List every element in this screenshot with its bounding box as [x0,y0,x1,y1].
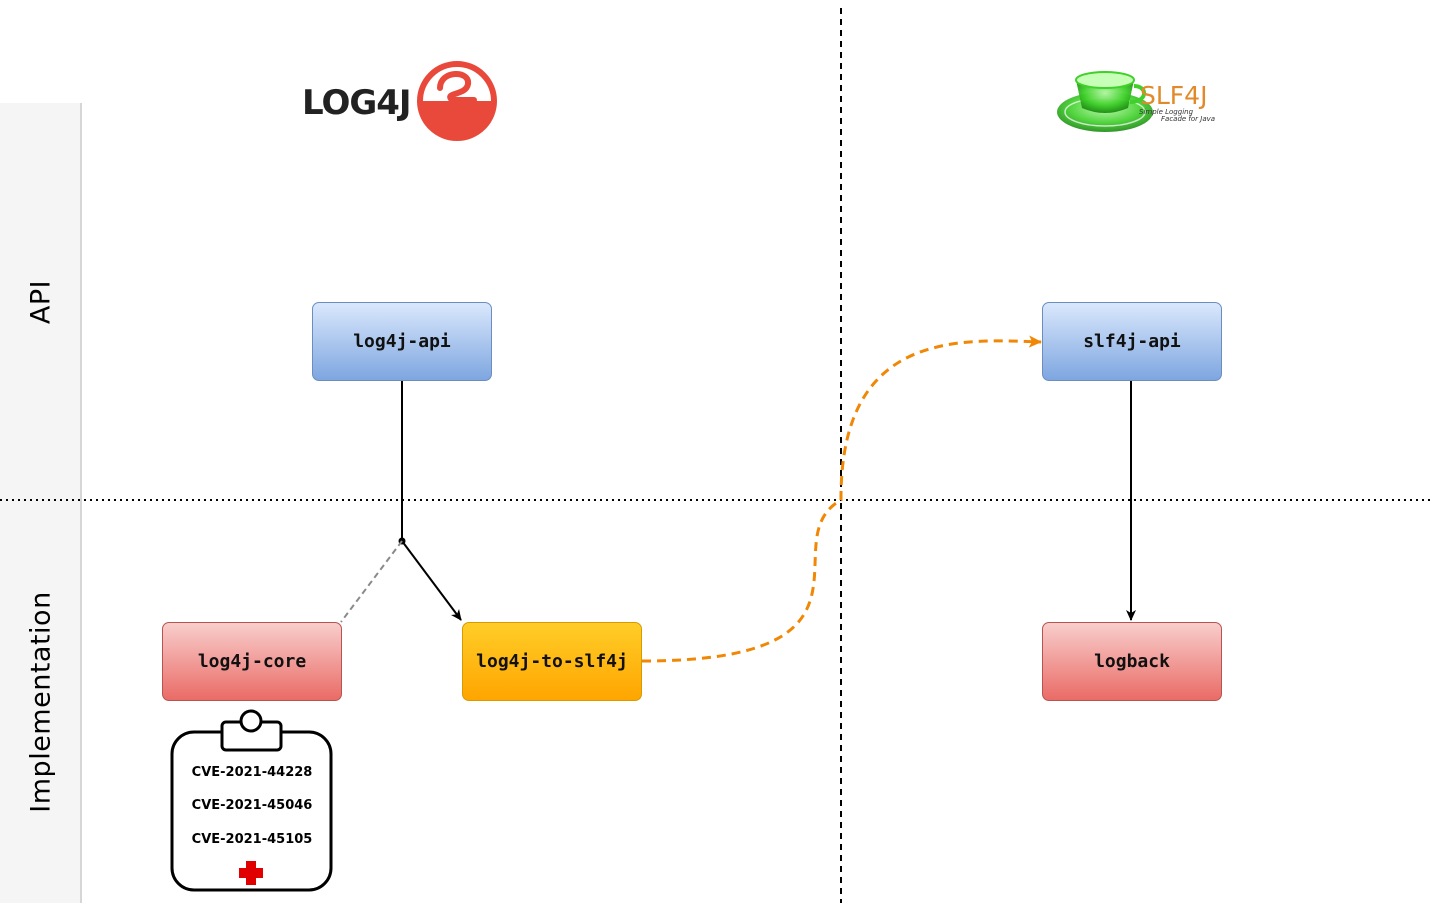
node-log4j-api[interactable]: log4j-api [312,302,492,381]
slf4j-tagline-2: Facade for Java [1161,115,1215,123]
medical-cross-icon [239,861,263,885]
node-logback[interactable]: logback [1042,622,1222,701]
edge-bridge-to-slf4j-api [641,335,1042,663]
slf4j-teacup-icon [1057,71,1153,132]
lane-api: API [0,103,82,500]
node-log4j-to-slf4j[interactable]: log4j-to-slf4j [462,622,642,701]
edge-junction-log4j-to-slf4j [401,540,462,621]
node-slf4j-api[interactable]: slf4j-api [1042,302,1222,381]
cve-item: CVE-2021-45046 [191,798,313,813]
slf4j-tagline-1: Simple Logging [1139,108,1194,116]
cve-item: CVE-2021-45105 [191,832,313,847]
slf4j-logo-text: SLF4J [1140,81,1207,110]
log4j-logo: LOG4J [302,61,497,141]
cve-clipboard [170,709,333,892]
node-log4j-core[interactable]: log4j-core [162,622,342,701]
slf4j-logo: SLF4J Simple Logging Facade for Java [1057,71,1215,132]
log4j-logo-text: LOG4J [302,83,411,123]
lane-implementation: Implementation [0,500,82,903]
cve-item: CVE-2021-44228 [191,765,313,780]
log4j-cup-icon [417,61,497,141]
edge-junction-log4j-core [340,540,403,623]
